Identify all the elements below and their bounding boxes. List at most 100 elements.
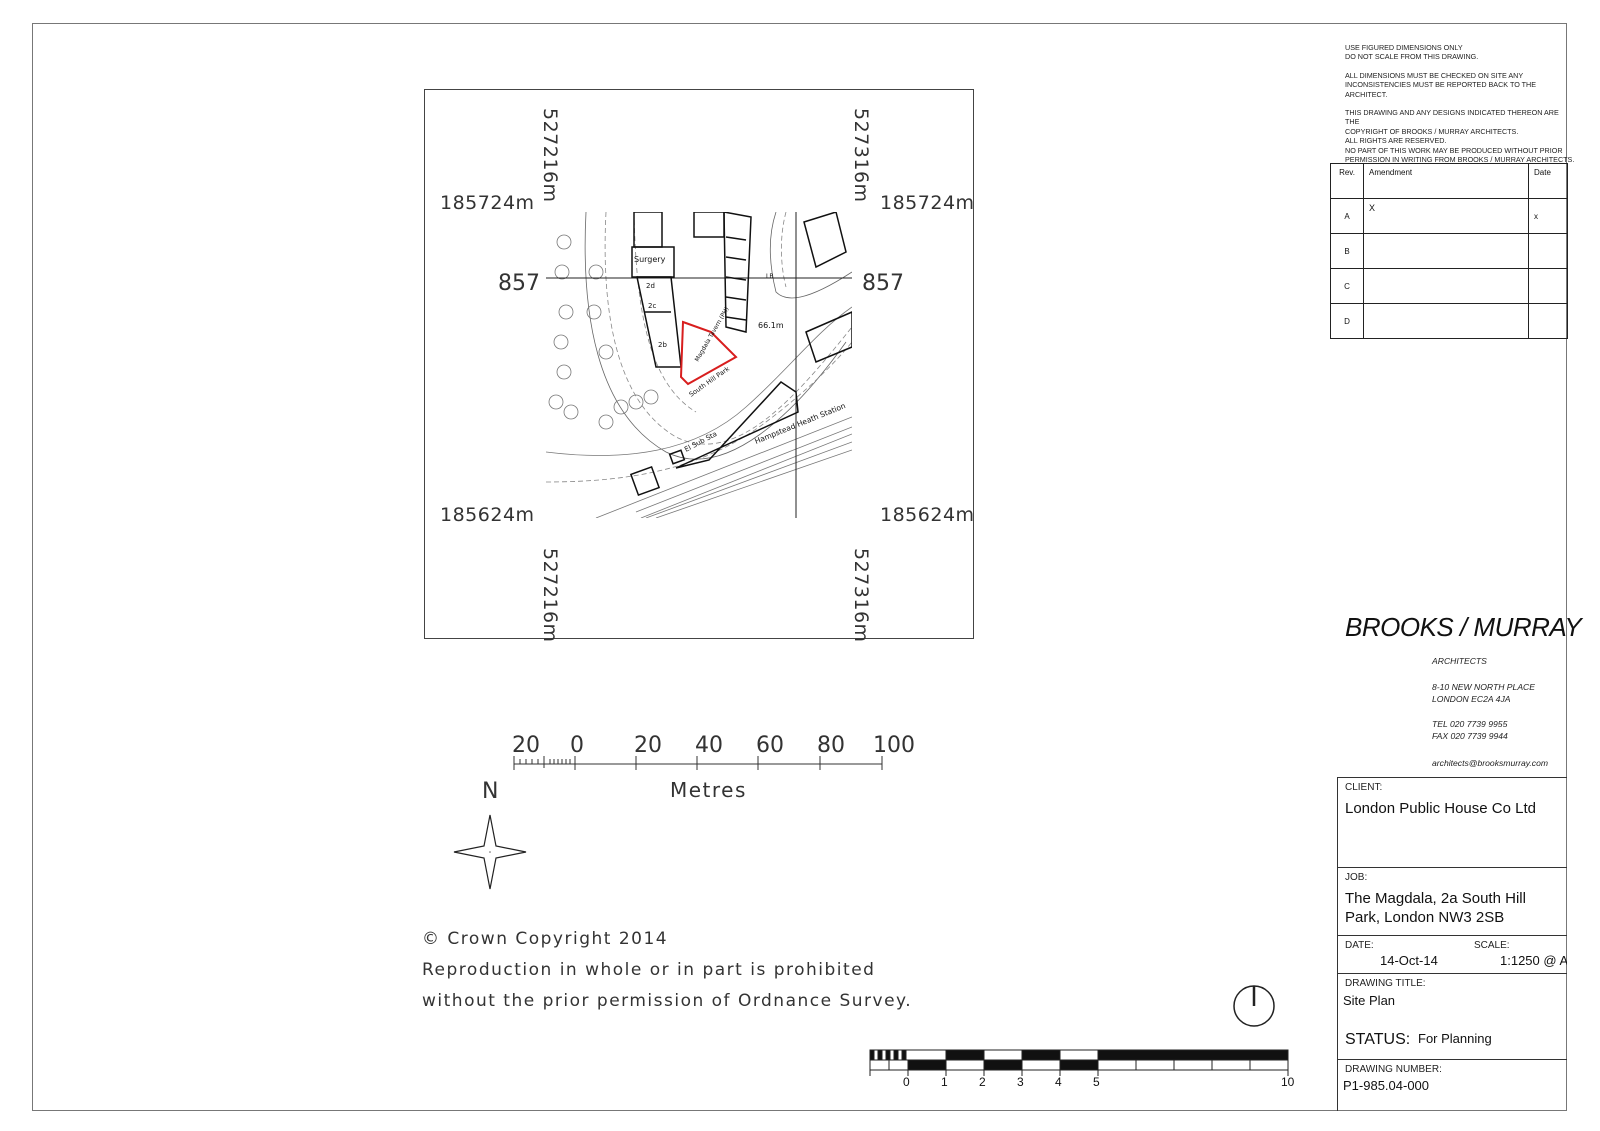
status-value: For Planning [1418, 1031, 1492, 1046]
drawing-title-label: DRAWING TITLE: [1345, 978, 1426, 989]
table-row: B [1330, 233, 1568, 269]
divider [1337, 867, 1567, 868]
easting-right-top: 527316m [850, 108, 872, 203]
note-line: INCONSISTENCIES MUST BE REPORTED BACK TO… [1345, 80, 1537, 99]
map-label-2c: 2c [648, 302, 656, 310]
note-line: THIS DRAWING AND ANY DESIGNS INDICATED T… [1345, 108, 1559, 127]
drawing-scale-tick-2: 2 [979, 1075, 986, 1089]
divider [1337, 935, 1567, 936]
note-line: DO NOT SCALE FROM THIS DRAWING. [1345, 52, 1479, 62]
metres-tick-20: 20 [634, 733, 662, 758]
north-label: N [482, 779, 500, 804]
table-row: D [1330, 303, 1568, 339]
easting-left-bottom: 527216m [539, 548, 561, 643]
north-point-circle-icon [1233, 985, 1275, 1027]
date-cell [1528, 268, 1568, 304]
status-label: STATUS: [1345, 1031, 1411, 1048]
grid-line-label-right: 857 [862, 271, 904, 296]
northing-right-bottom: 185624m [880, 504, 975, 526]
title-block [1337, 777, 1567, 1111]
note-line: PERMISSION IN WRITING FROM BROOKS / MURR… [1345, 155, 1575, 165]
architect-fax: FAX 020 7739 9944 [1432, 731, 1508, 741]
date-value: 14-Oct-14 [1380, 953, 1438, 968]
northing-left-bottom: 185624m [440, 504, 535, 526]
divider [1337, 1059, 1567, 1060]
job-label: JOB: [1345, 872, 1368, 883]
drawing-number-label: DRAWING NUMBER: [1345, 1064, 1442, 1075]
map-label-pub: Magdala Tavern (PH) [694, 306, 731, 363]
metres-unit-label: Metres [670, 778, 747, 802]
amendment-cell [1363, 303, 1529, 339]
metres-scale-bar [513, 756, 883, 770]
divider [1337, 973, 1567, 974]
map-label-surgery: Surgery [634, 255, 666, 264]
sheet-border [32, 23, 1567, 1111]
northing-right-top: 185724m [880, 192, 975, 214]
north-arrow-icon [453, 814, 527, 890]
rev-cell: D [1330, 303, 1364, 339]
architect-subtitle: ARCHITECTS [1432, 656, 1487, 666]
drawing-scale-bar [869, 1049, 1289, 1076]
job-line-2: Park, London NW3 2SB [1345, 909, 1505, 926]
amendment-cell: X [1363, 198, 1529, 234]
metres-tick-40: 40 [695, 733, 723, 758]
rev-cell: A [1330, 198, 1364, 234]
revisions-header-row: Rev. Amendment Date [1330, 163, 1568, 199]
metres-tick-100: 100 [873, 733, 915, 758]
client-label: CLIENT: [1345, 782, 1383, 793]
note-line: ALL DIMENSIONS MUST BE CHECKED ON SITE A… [1345, 70, 1524, 80]
note-line: COPYRIGHT OF BROOKS / MURRAY ARCHITECTS. [1345, 126, 1519, 136]
note-line: ALL RIGHTS ARE RESERVED. [1345, 136, 1447, 146]
location-map-frame [424, 89, 974, 639]
date-label: DATE: [1345, 940, 1374, 951]
table-row: C [1330, 268, 1568, 304]
note-line: USE FIGURED DIMENSIONS ONLY [1345, 43, 1463, 52]
amendment-cell [1363, 233, 1529, 269]
architect-tel: TEL 020 7739 9955 [1432, 719, 1508, 729]
northing-left-top: 185724m [440, 192, 535, 214]
map-label-lb: LB [766, 273, 773, 280]
drawing-scale-tick-1: 1 [941, 1075, 948, 1089]
rev-header: Rev. [1330, 163, 1364, 199]
architect-address-1: 8-10 NEW NORTH PLACE [1432, 682, 1535, 692]
easting-left-top: 527216m [539, 108, 561, 203]
revisions-table: Rev. Amendment Date A X x B C D [1330, 163, 1568, 339]
drawing-scale-tick-4: 4 [1055, 1075, 1062, 1089]
copyright-line-2: Reproduction in whole or in part is proh… [422, 960, 876, 980]
copyright-line-3: without the prior permission of Ordnance… [422, 991, 913, 1011]
note-line: NO PART OF THIS WORK MAY BE PRODUCED WIT… [1345, 145, 1563, 155]
drawing-scale-tick-5: 5 [1093, 1075, 1100, 1089]
map-label-2d: 2d [646, 282, 655, 290]
architect-address-2: LONDON EC2A 4JA [1432, 694, 1511, 704]
map-label-station: Hampstead Heath Station [753, 401, 847, 446]
easting-right-bottom: 527316m [850, 548, 872, 643]
amendment-cell [1363, 268, 1529, 304]
drawing-scale-tick-3: 3 [1017, 1075, 1024, 1089]
architect-email: architects@brooksmurray.com [1432, 758, 1549, 768]
map-label-spot-height: 66.1m [758, 321, 784, 330]
job-line-1: The Magdala, 2a South Hill [1345, 890, 1526, 907]
date-header: Date [1528, 163, 1568, 199]
metres-tick-80: 80 [817, 733, 845, 758]
date-cell [1528, 303, 1568, 339]
drawing-number-value: P1-985.04-000 [1343, 1078, 1430, 1093]
client-value: London Public House Co Ltd [1345, 800, 1536, 817]
grid-line-label-left: 857 [498, 271, 540, 296]
rev-cell: B [1330, 233, 1364, 269]
date-cell [1528, 233, 1568, 269]
map-label-2b: 2b [658, 341, 667, 349]
metres-tick-20-neg: 20 [512, 733, 540, 758]
metres-tick-0: 0 [570, 733, 584, 758]
table-row: A X x [1330, 198, 1568, 234]
architect-logo: BROOKS / MURRAY [1345, 612, 1582, 642]
rev-cell: C [1330, 268, 1364, 304]
metres-tick-60: 60 [756, 733, 784, 758]
site-location-map: Surgery 2d 2c 2b LB 66.1m South Hill Par… [546, 212, 852, 518]
scale-value: 1:1250 @ A [1500, 953, 1567, 968]
drawing-scale-tick-10: 10 [1281, 1075, 1295, 1089]
scale-label: SCALE: [1474, 940, 1510, 951]
amendment-header: Amendment [1363, 163, 1529, 199]
copyright-line-1: © Crown Copyright 2014 [422, 929, 669, 949]
drawing-scale-tick-0: 0 [903, 1075, 910, 1089]
drawing-notes: USE FIGURED DIMENSIONS ONLY DO NOT SCALE… [1345, 43, 1575, 173]
